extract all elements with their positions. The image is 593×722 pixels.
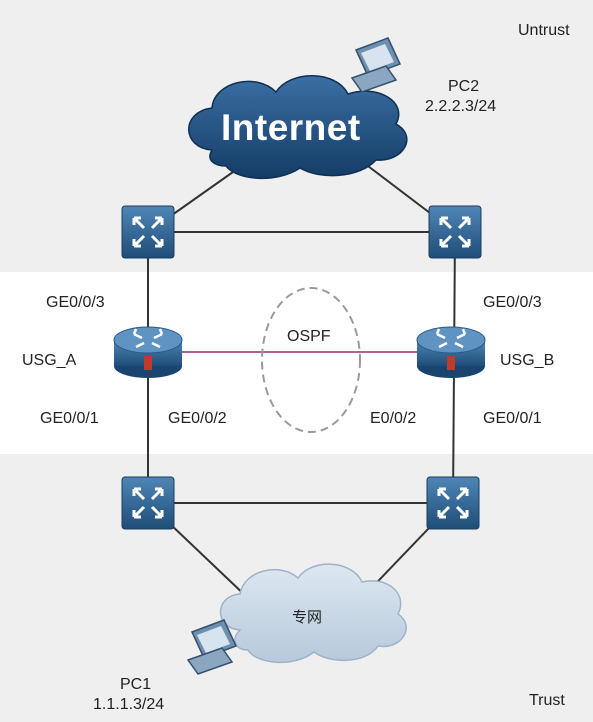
untrust-zone-label: Untrust	[518, 22, 570, 39]
private-network-cloud-icon	[219, 563, 407, 664]
switch-top-right-icon	[427, 204, 483, 260]
middle-zone	[0, 272, 593, 454]
switch-bottom-left-icon	[120, 475, 176, 531]
usg-b-port-up: GE0/0/3	[483, 294, 542, 311]
trust-zone-label: Trust	[529, 692, 565, 709]
ospf-label: OSPF	[287, 328, 331, 345]
switch-bottom-right-icon	[425, 475, 481, 531]
usg-a-port-up: GE0/0/3	[46, 294, 105, 311]
usg-a-port-down: GE0/0/1	[40, 410, 99, 427]
links	[147, 159, 456, 601]
usg-a-name: USG_A	[22, 352, 77, 369]
pc1-name: PC1	[120, 676, 152, 693]
pc1-ip: 1.1.1.3/24	[93, 696, 165, 713]
pc2-icon	[351, 37, 401, 93]
usg-a-firewall-icon	[112, 325, 184, 380]
pc1-icon	[187, 619, 237, 675]
usg-b-port-link: E0/0/2	[370, 410, 417, 427]
ospf-area-ellipse	[261, 287, 361, 433]
switch-top-left-icon	[120, 204, 176, 260]
internet-label: Internet	[221, 107, 361, 148]
private-network-label: 专网	[292, 609, 323, 626]
pc2-name: PC2	[448, 78, 480, 95]
usg-a-port-link: GE0/0/2	[168, 410, 227, 427]
pc2-ip: 2.2.2.3/24	[425, 98, 497, 115]
usg-b-name: USG_B	[500, 352, 555, 369]
usg-b-port-down: GE0/0/1	[483, 410, 542, 427]
usg-b-firewall-icon	[415, 325, 487, 380]
internet-cloud-icon	[188, 75, 408, 179]
